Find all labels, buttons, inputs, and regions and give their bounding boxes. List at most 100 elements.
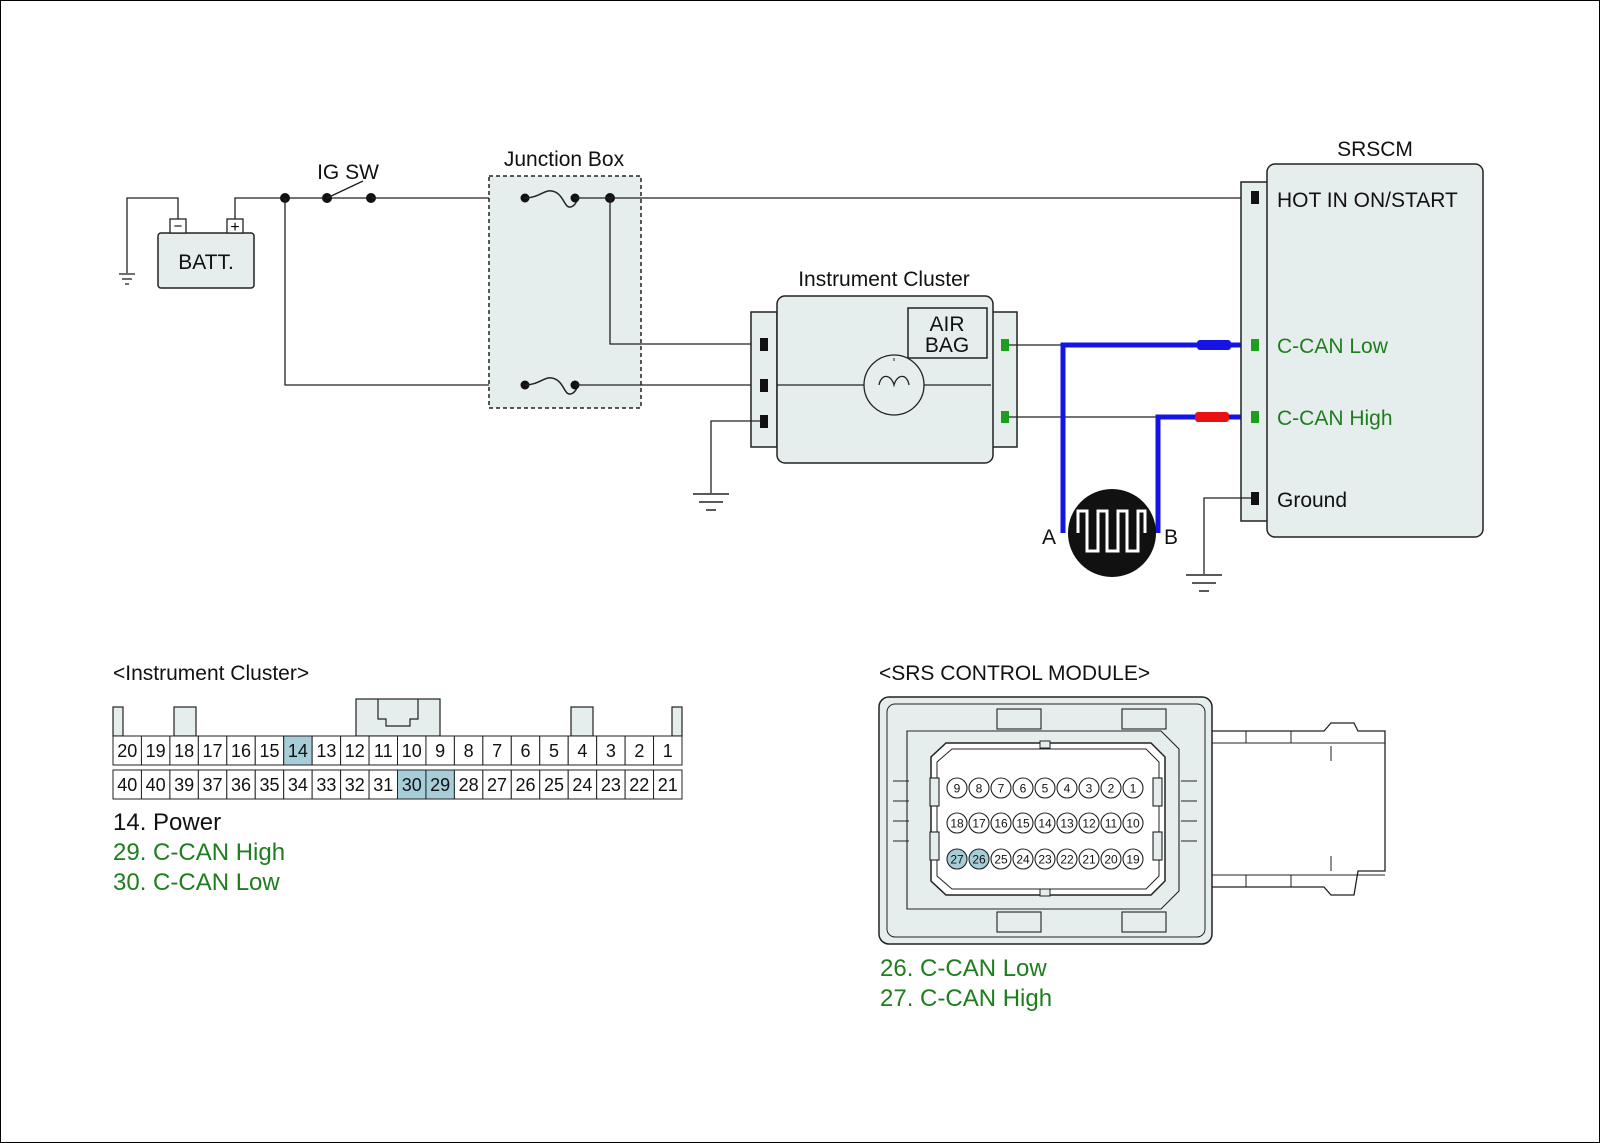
ic-pin-cell [653,735,683,766]
srs-pin-cell [968,848,990,870]
battery-label: BATT. [178,251,234,274]
srs-pin-label: 5 [1042,782,1049,796]
ic-pin-label: 32 [345,775,365,795]
srs-pin-cell [1012,848,1034,870]
ic-pin-label: 12 [345,741,365,761]
srs-pin-label: 7 [998,782,1005,796]
ic-pin-cell [453,769,484,800]
ic-pin-label: 35 [259,775,279,795]
ic-pin-label: 36 [231,775,251,795]
ic-pin-cell [425,769,455,800]
srs-pin-cell [1012,777,1034,799]
srs-legend-can-high: 27. C-CAN High [880,985,1052,1012]
ic-pin-label: 19 [146,741,166,761]
srscm-connector [1240,181,1270,522]
srs-pin-label: 21 [1082,853,1096,867]
srs-pin-cell [1034,777,1056,799]
ic-pin-cell [482,769,512,800]
battery-plus-sign: + [230,219,239,236]
srs-pin-cell [1100,777,1122,799]
connector-end-b: B [1164,526,1178,549]
ic-pin-cell [425,735,455,766]
srs-pin-cell [1034,848,1056,870]
ig-switch-label: IG SW [317,161,379,184]
srs-pin-cell [1078,777,1100,799]
srs-pin-label: 16 [994,817,1008,831]
instrument-cluster-label: Instrument Cluster [798,268,970,291]
ic-pin-label: 13 [316,741,336,761]
srscm-ground-wire [1203,497,1251,574]
ic-pin-label: 14 [288,741,308,761]
ic-pin-cell [226,769,256,800]
ic-pin-label: 24 [572,775,592,795]
srscm-pin-ground [1251,492,1259,505]
cluster-pin-can-high [1001,411,1009,423]
cluster-pin-ground [760,415,768,428]
battery: BATT. − + [157,218,255,289]
cluster-pin-power [760,338,768,351]
srs-pin-label: 17 [972,817,986,831]
srs-pin-cell [1012,812,1034,834]
ic-pin-label: 37 [203,775,223,795]
srs-pin-label: 2 [1108,782,1115,796]
srs-pin-cell [1034,812,1056,834]
ic-connector-face [112,698,683,737]
srs-pin-cell [1100,812,1122,834]
srscm-ground-icon [1186,574,1222,592]
srs-pin-label: 19 [1126,853,1140,867]
srscm-box [1266,163,1484,538]
ic-pin-label: 2 [634,741,644,761]
ic-pin-label: 40 [146,775,166,795]
srs-pin-cell [990,777,1012,799]
srs-pin-cell [946,812,968,834]
ic-pin-cell [112,769,142,800]
srscm-pin-can-high [1251,411,1259,423]
ic-pin-label: 8 [464,741,474,761]
ic-pin-cell [197,735,228,766]
srscm-terminal-hot: HOT IN ON/START [1277,189,1458,212]
ic-pin-label: 3 [606,741,616,761]
airbag-lamp-icon [777,354,991,416]
srs-connector-title: <SRS CONTROL MODULE> [879,662,1150,685]
can-low-wire [1060,342,1256,533]
srs-pin-cell [1122,777,1144,799]
srs-pin-cell [946,777,968,799]
ic-pin-label: 10 [402,741,422,761]
ic-pin-label: 16 [231,741,251,761]
ic-pin-label: 34 [288,775,308,795]
battery-body [157,232,255,289]
srs-pin-label: 9 [954,782,961,796]
srs-pin-label: 23 [1038,853,1052,867]
junction-box [488,175,642,409]
srscm-terminal-ground: Ground [1277,489,1347,512]
ic-pin-label: 26 [516,775,536,795]
connector-end-a: A [1042,526,1056,549]
srs-pin-label: 14 [1038,817,1052,831]
can-signal-icon [1068,489,1156,577]
cluster-right-connector [990,311,1018,448]
ic-pin-label: 25 [544,775,564,795]
ic-pin-label: 7 [492,741,502,761]
ic-pin-label: 5 [549,741,559,761]
ic-pin-label: 39 [174,775,194,795]
ic-pin-label: 33 [316,775,336,795]
srs-pin-label: 3 [1086,782,1093,796]
battery-ground-icon [119,273,135,285]
can-low-marker [1197,340,1231,350]
srs-pin-cell [1078,848,1100,870]
ic-pin-cell [539,769,569,800]
ic-pin-label: 40 [117,775,137,795]
srs-pin-cell [1122,812,1144,834]
ic-pin-cell [254,735,285,766]
srs-pin-cell [1056,777,1078,799]
ic-pin-label: 22 [629,775,649,795]
ic-pin-label: 28 [459,775,479,795]
ic-pin-cell [453,735,484,766]
ic-pin-cell [653,769,683,800]
srs-pin-label: 10 [1126,817,1140,831]
cluster-pin-batt [760,379,768,392]
srs-pin-cell [1122,848,1144,870]
airbag-indicator-box [907,307,988,359]
ic-pin-cell [311,735,342,766]
